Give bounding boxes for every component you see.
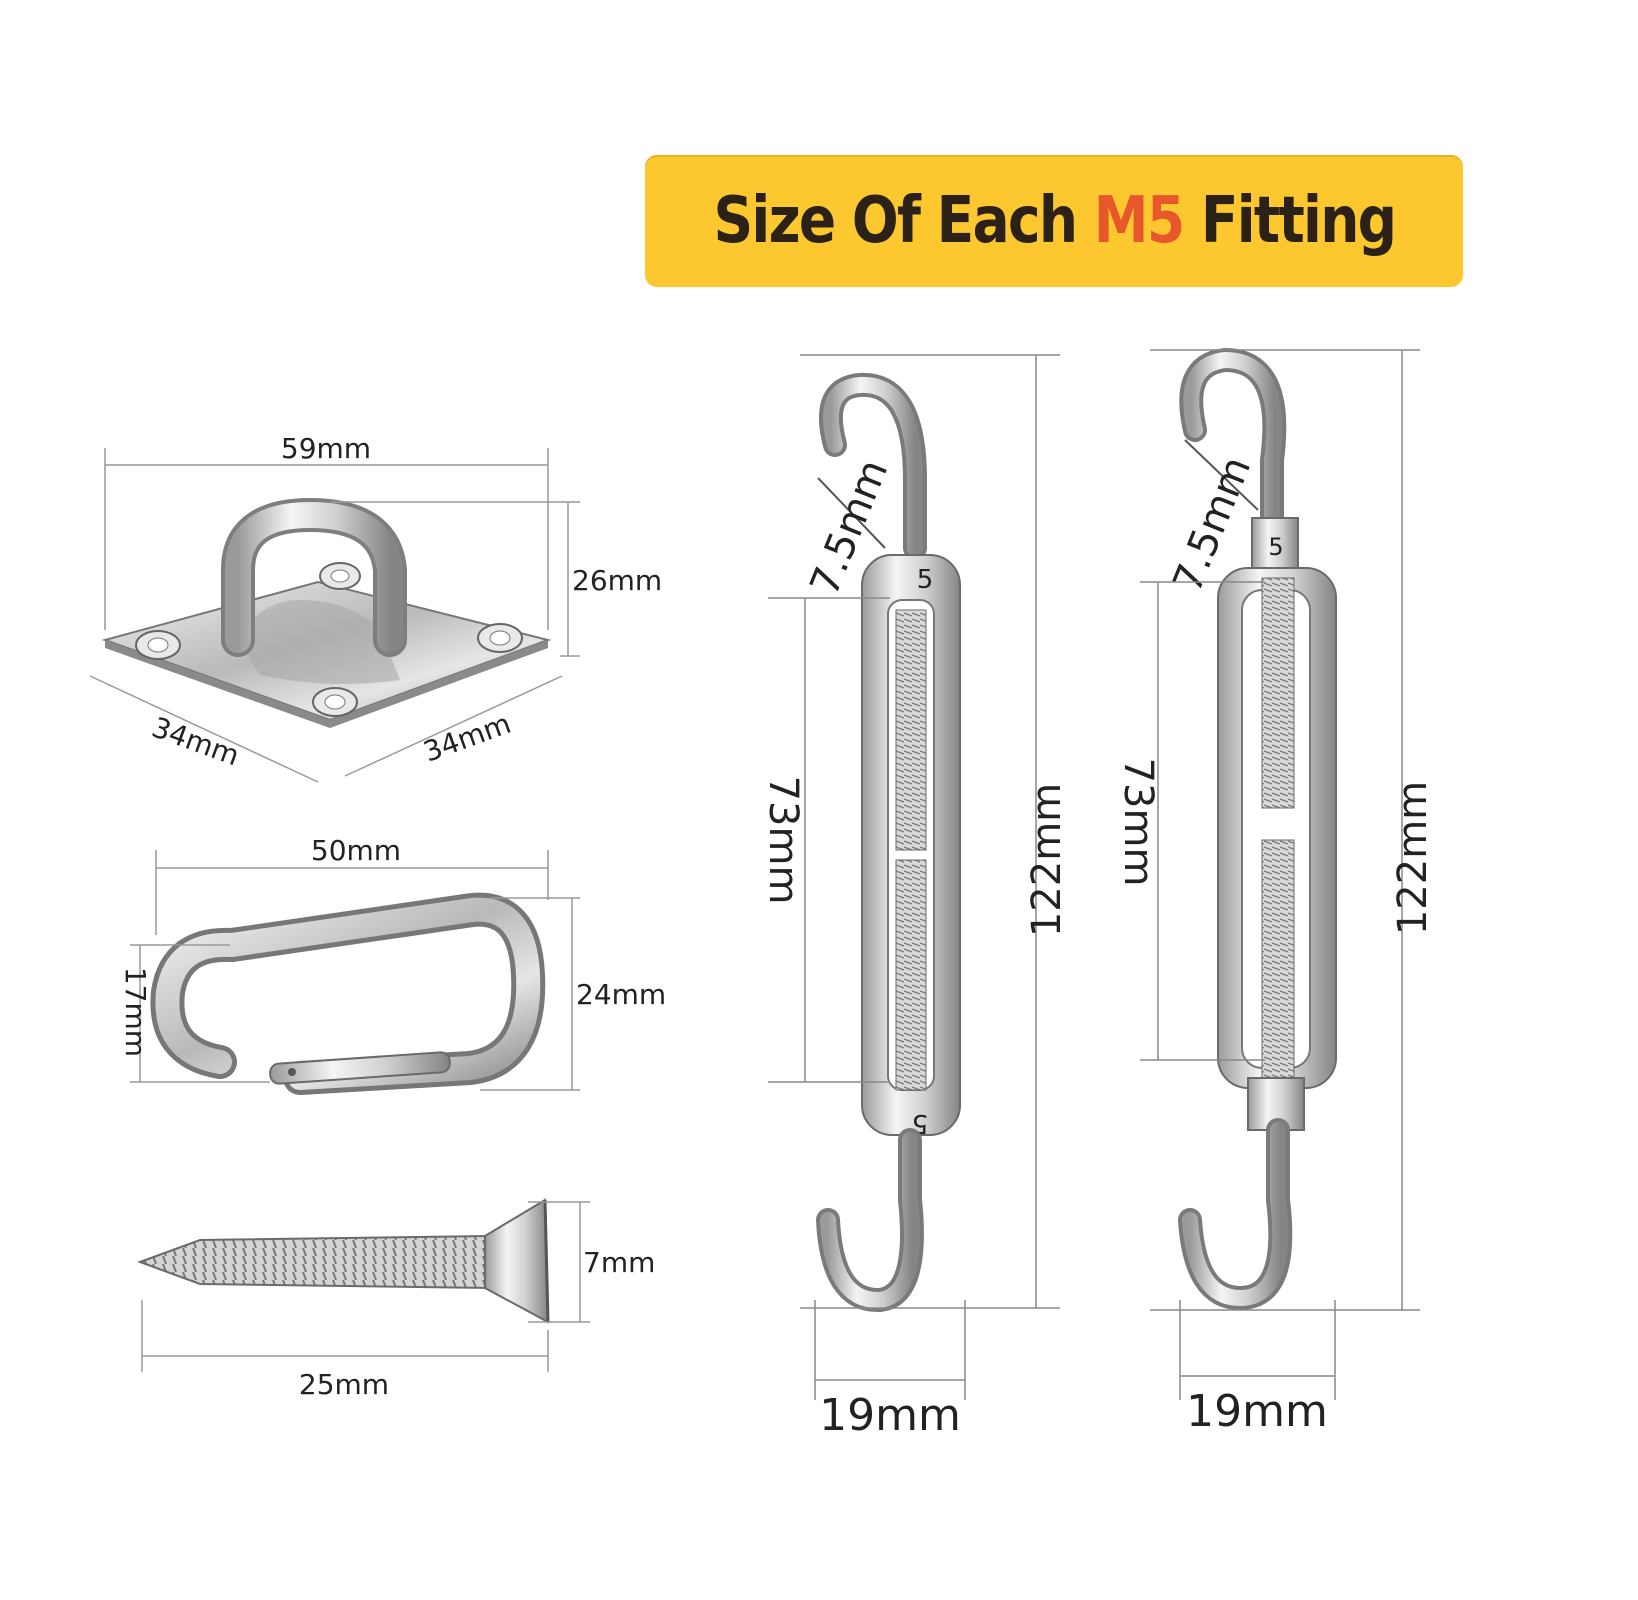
turnbuckle-right-stamp: 5 <box>1268 533 1283 561</box>
turnbuckle-left-stamp-top: 5 <box>917 565 934 595</box>
countersunk-screw: 7mm 25mm <box>137 1198 655 1401</box>
turnbuckle-left-total-length-label: 122mm <box>1024 783 1070 937</box>
screw-head-label: 7mm <box>583 1246 655 1279</box>
snap-hook-length-label: 50mm <box>311 834 401 867</box>
turnbuckle-right-graphic: 5 <box>1178 347 1337 1311</box>
pad-eye-right-side-label: 34mm <box>419 707 515 769</box>
banner-highlight: M5 <box>1093 184 1184 258</box>
pad-eye-left-side-label: 34mm <box>148 711 244 773</box>
pad-eye-graphic <box>101 497 552 728</box>
screw-length-label: 25mm <box>299 1368 389 1401</box>
banner-prefix: Size Of Each <box>713 184 1078 258</box>
banner-suffix: Fitting <box>1200 184 1396 258</box>
snap-hook-outer-height-label: 24mm <box>576 978 666 1011</box>
turnbuckle-right-hook-width-label: 19mm <box>1186 1386 1328 1437</box>
title-banner: Size Of Each M5 Fitting <box>645 155 1463 287</box>
snap-hook: 50mm 17mm 24mm <box>119 834 666 1095</box>
turnbuckle-right-total-length-label: 122mm <box>1390 781 1436 935</box>
banner-title: Size Of Each M5 Fitting <box>713 184 1397 258</box>
pad-eye-plate: 59mm 26mm 34mm 34mm <box>89 432 662 783</box>
turnbuckle-right-body-length-label: 73mm <box>1115 758 1161 887</box>
turnbuckle-left-hook-width-label: 19mm <box>819 1390 961 1441</box>
turnbuckle-right: 5 7.5mm 122mm 73mm 19mm <box>1115 347 1436 1437</box>
screw-graphic <box>137 1198 550 1324</box>
snap-hook-inner-height-label: 17mm <box>119 967 152 1057</box>
turnbuckle-left: 5 5 7.5mm 122mm 73mm 19mm <box>760 354 1070 1441</box>
pad-eye-width-label: 59mm <box>281 432 371 465</box>
pad-eye-height-label: 26mm <box>572 564 662 597</box>
turnbuckle-left-graphic: 5 5 <box>816 372 961 1312</box>
snap-hook-graphic <box>150 892 546 1095</box>
turnbuckle-left-body-length-label: 73mm <box>760 776 806 905</box>
